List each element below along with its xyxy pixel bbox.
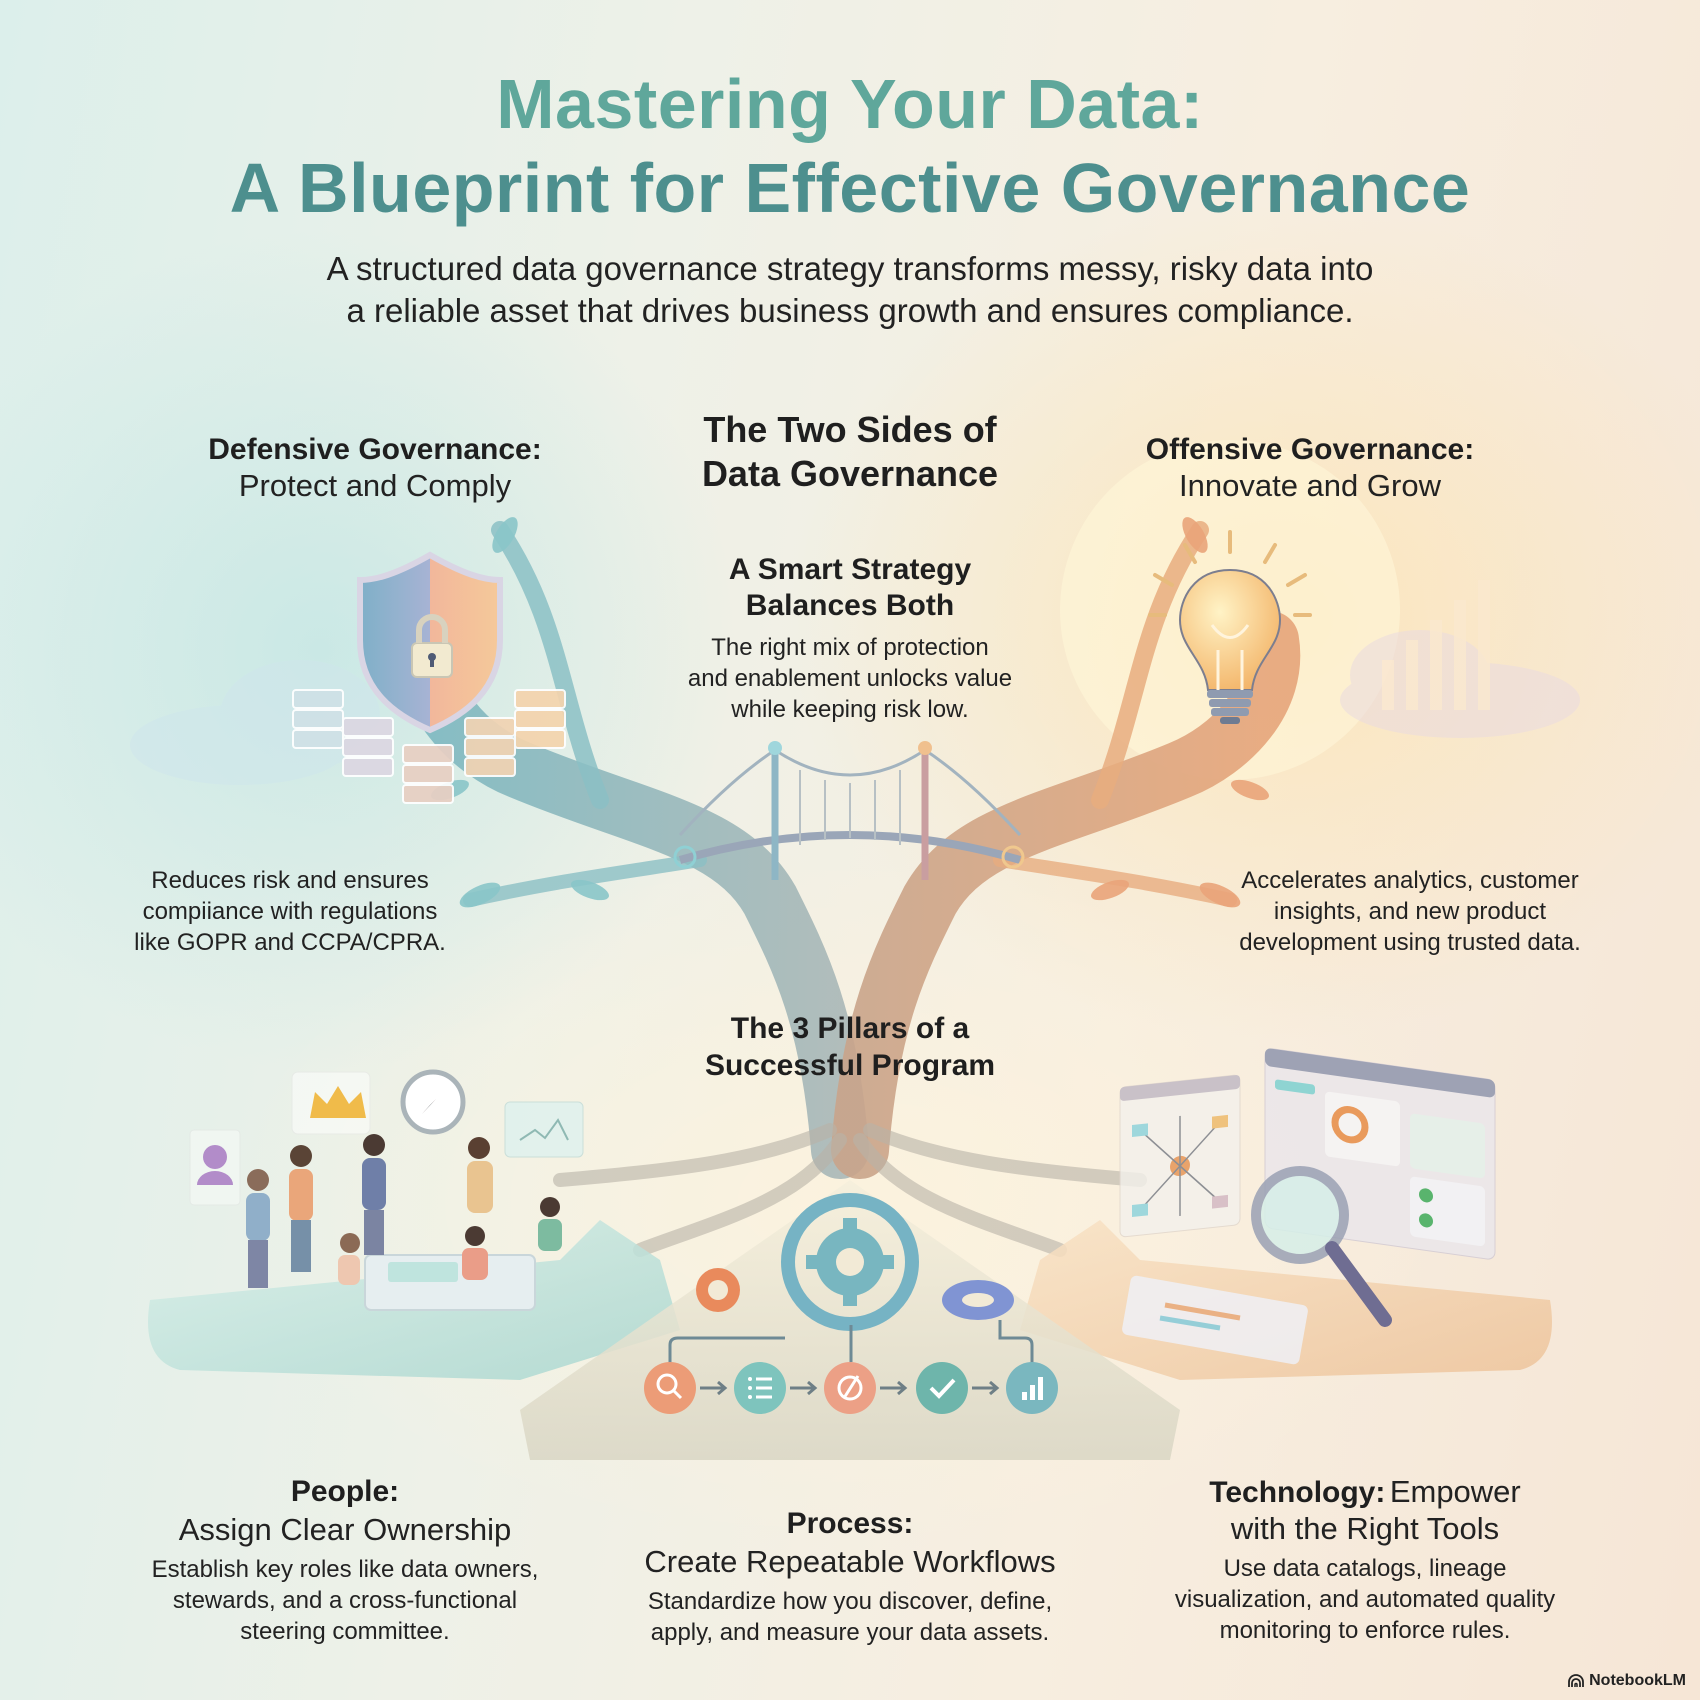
- offensive-description-line: Accelerates analytics, customer: [1241, 867, 1579, 894]
- notebooklm-brand: NotebookLM: [1568, 1672, 1686, 1690]
- balance-title-line-2: Balances Both: [745, 589, 955, 622]
- pillar-technology-description-line: visualization, and automated quality: [1174, 1586, 1556, 1613]
- pillars-heading: The 3 Pillars of a Successful Program: [600, 1010, 1100, 1084]
- defensive-description: Reduces risk and ensures compiiance with…: [100, 865, 480, 958]
- defensive-description-line: compiiance with regulations: [142, 898, 438, 925]
- title-line-1: Mastering Your Data:: [496, 65, 1204, 143]
- offensive-governance-heading: Offensive Governance: Innovate and Grow: [1080, 432, 1540, 504]
- team-meeting-icon: [189, 1069, 584, 1311]
- database-stacks-icon: [292, 689, 566, 804]
- offensive-title: Offensive Governance:: [1145, 433, 1475, 466]
- pillar-process: Process: Create Repeatable Workflows Sta…: [600, 1506, 1100, 1648]
- workflow-step-search-icon: [644, 1362, 696, 1414]
- pillar-process-description: Standardize how you discover, define, ap…: [600, 1586, 1100, 1648]
- balance-description: The right mix of protection and enableme…: [600, 632, 1100, 725]
- defensive-title: Defensive Governance:: [208, 433, 542, 466]
- defensive-governance-heading: Defensive Governance: Protect and Comply: [150, 432, 600, 504]
- page-subtitle: A structured data governance strategy tr…: [0, 248, 1700, 332]
- pillar-people-description: Establish key roles like data owners, st…: [110, 1554, 580, 1647]
- pillar-technology: Technology: Empower with the Right Tools…: [1130, 1474, 1600, 1646]
- offensive-description: Accelerates analytics, customer insights…: [1200, 865, 1620, 958]
- offensive-description-line: development using trusted data.: [1239, 929, 1581, 956]
- offensive-description-line: insights, and new product: [1273, 898, 1547, 925]
- two-sides-heading-line-1: The Two Sides of: [703, 409, 997, 450]
- page-title: Mastering Your Data: A Blueprint for Eff…: [0, 62, 1700, 230]
- pillar-technology-description-line: Use data catalogs, lineage: [1223, 1555, 1507, 1582]
- balance-description-line: while keeping risk low.: [731, 696, 969, 723]
- lightbulb-icon: [1148, 530, 1312, 724]
- pillar-technology-subtitle: with the Right Tools: [1230, 1511, 1500, 1546]
- pillar-technology-subtitle-inline: Empower: [1389, 1474, 1521, 1509]
- pillar-people-description-line: stewards, and a cross-functional: [172, 1587, 518, 1614]
- magnifier-dashboard-icon: [1119, 1048, 1496, 1365]
- balance-callout: A Smart Strategy Balances Both The right…: [600, 552, 1100, 725]
- workflow-step-apply-icon: [824, 1362, 876, 1414]
- defensive-description-line: Reduces risk and ensures: [151, 867, 429, 894]
- pillar-people: People: Assign Clear Ownership Establish…: [110, 1474, 580, 1647]
- pillar-process-description-line: apply, and measure your data assets.: [650, 1619, 1050, 1646]
- shield-lock-icon: [357, 551, 503, 734]
- balance-title-line-1: A Smart Strategy: [728, 553, 972, 586]
- pillar-technology-description: Use data catalogs, lineage visualization…: [1130, 1553, 1600, 1646]
- title-line-2: A Blueprint for Effective Governance: [229, 149, 1471, 227]
- workflow-step-list-icon: [734, 1362, 786, 1414]
- balance-description-line: and enablement unlocks value: [687, 665, 1013, 692]
- pillar-technology-heading: Technology: Empower: [1130, 1474, 1600, 1511]
- subtitle-line-2: a reliable asset that drives business gr…: [346, 292, 1354, 329]
- subtitle-line-1: A structured data governance strategy tr…: [326, 250, 1374, 287]
- pillars-heading-line-1: The 3 Pillars of a: [730, 1012, 970, 1045]
- pillars-heading-line-2: Successful Program: [704, 1049, 996, 1082]
- pillar-process-description-line: Standardize how you discover, define,: [647, 1588, 1053, 1615]
- pillar-people-subtitle: Assign Clear Ownership: [178, 1512, 512, 1547]
- defensive-description-line: like GOPR and CCPA/CPRA.: [134, 929, 446, 956]
- notebooklm-logo-icon: [1568, 1674, 1585, 1687]
- pillar-people-title: People:: [290, 1475, 400, 1508]
- gears-workflow-icon: [644, 1193, 1058, 1414]
- defensive-subtitle: Protect and Comply: [238, 468, 512, 503]
- balance-description-line: The right mix of protection: [711, 634, 989, 661]
- technology-platform: [1020, 1220, 1552, 1380]
- offensive-subtitle: Innovate and Grow: [1179, 468, 1441, 503]
- pillar-people-description-line: Establish key roles like data owners,: [151, 1556, 539, 1583]
- bridge-icon: [673, 741, 1025, 880]
- brand-label: NotebookLM: [1589, 1672, 1686, 1689]
- two-sides-heading-line-2: Data Governance: [701, 453, 999, 494]
- pillar-people-description-line: steering committee.: [240, 1618, 450, 1645]
- workflow-step-measure-icon: [1006, 1362, 1058, 1414]
- pillar-process-subtitle: Create Repeatable Workflows: [644, 1544, 1056, 1579]
- two-sides-heading: The Two Sides of Data Governance: [600, 408, 1100, 496]
- workflow-step-check-icon: [916, 1362, 968, 1414]
- pillar-technology-description-line: monitoring to enforce rules.: [1219, 1617, 1511, 1644]
- pillar-technology-title: Technology:: [1209, 1476, 1386, 1509]
- pillar-process-title: Process:: [786, 1507, 914, 1540]
